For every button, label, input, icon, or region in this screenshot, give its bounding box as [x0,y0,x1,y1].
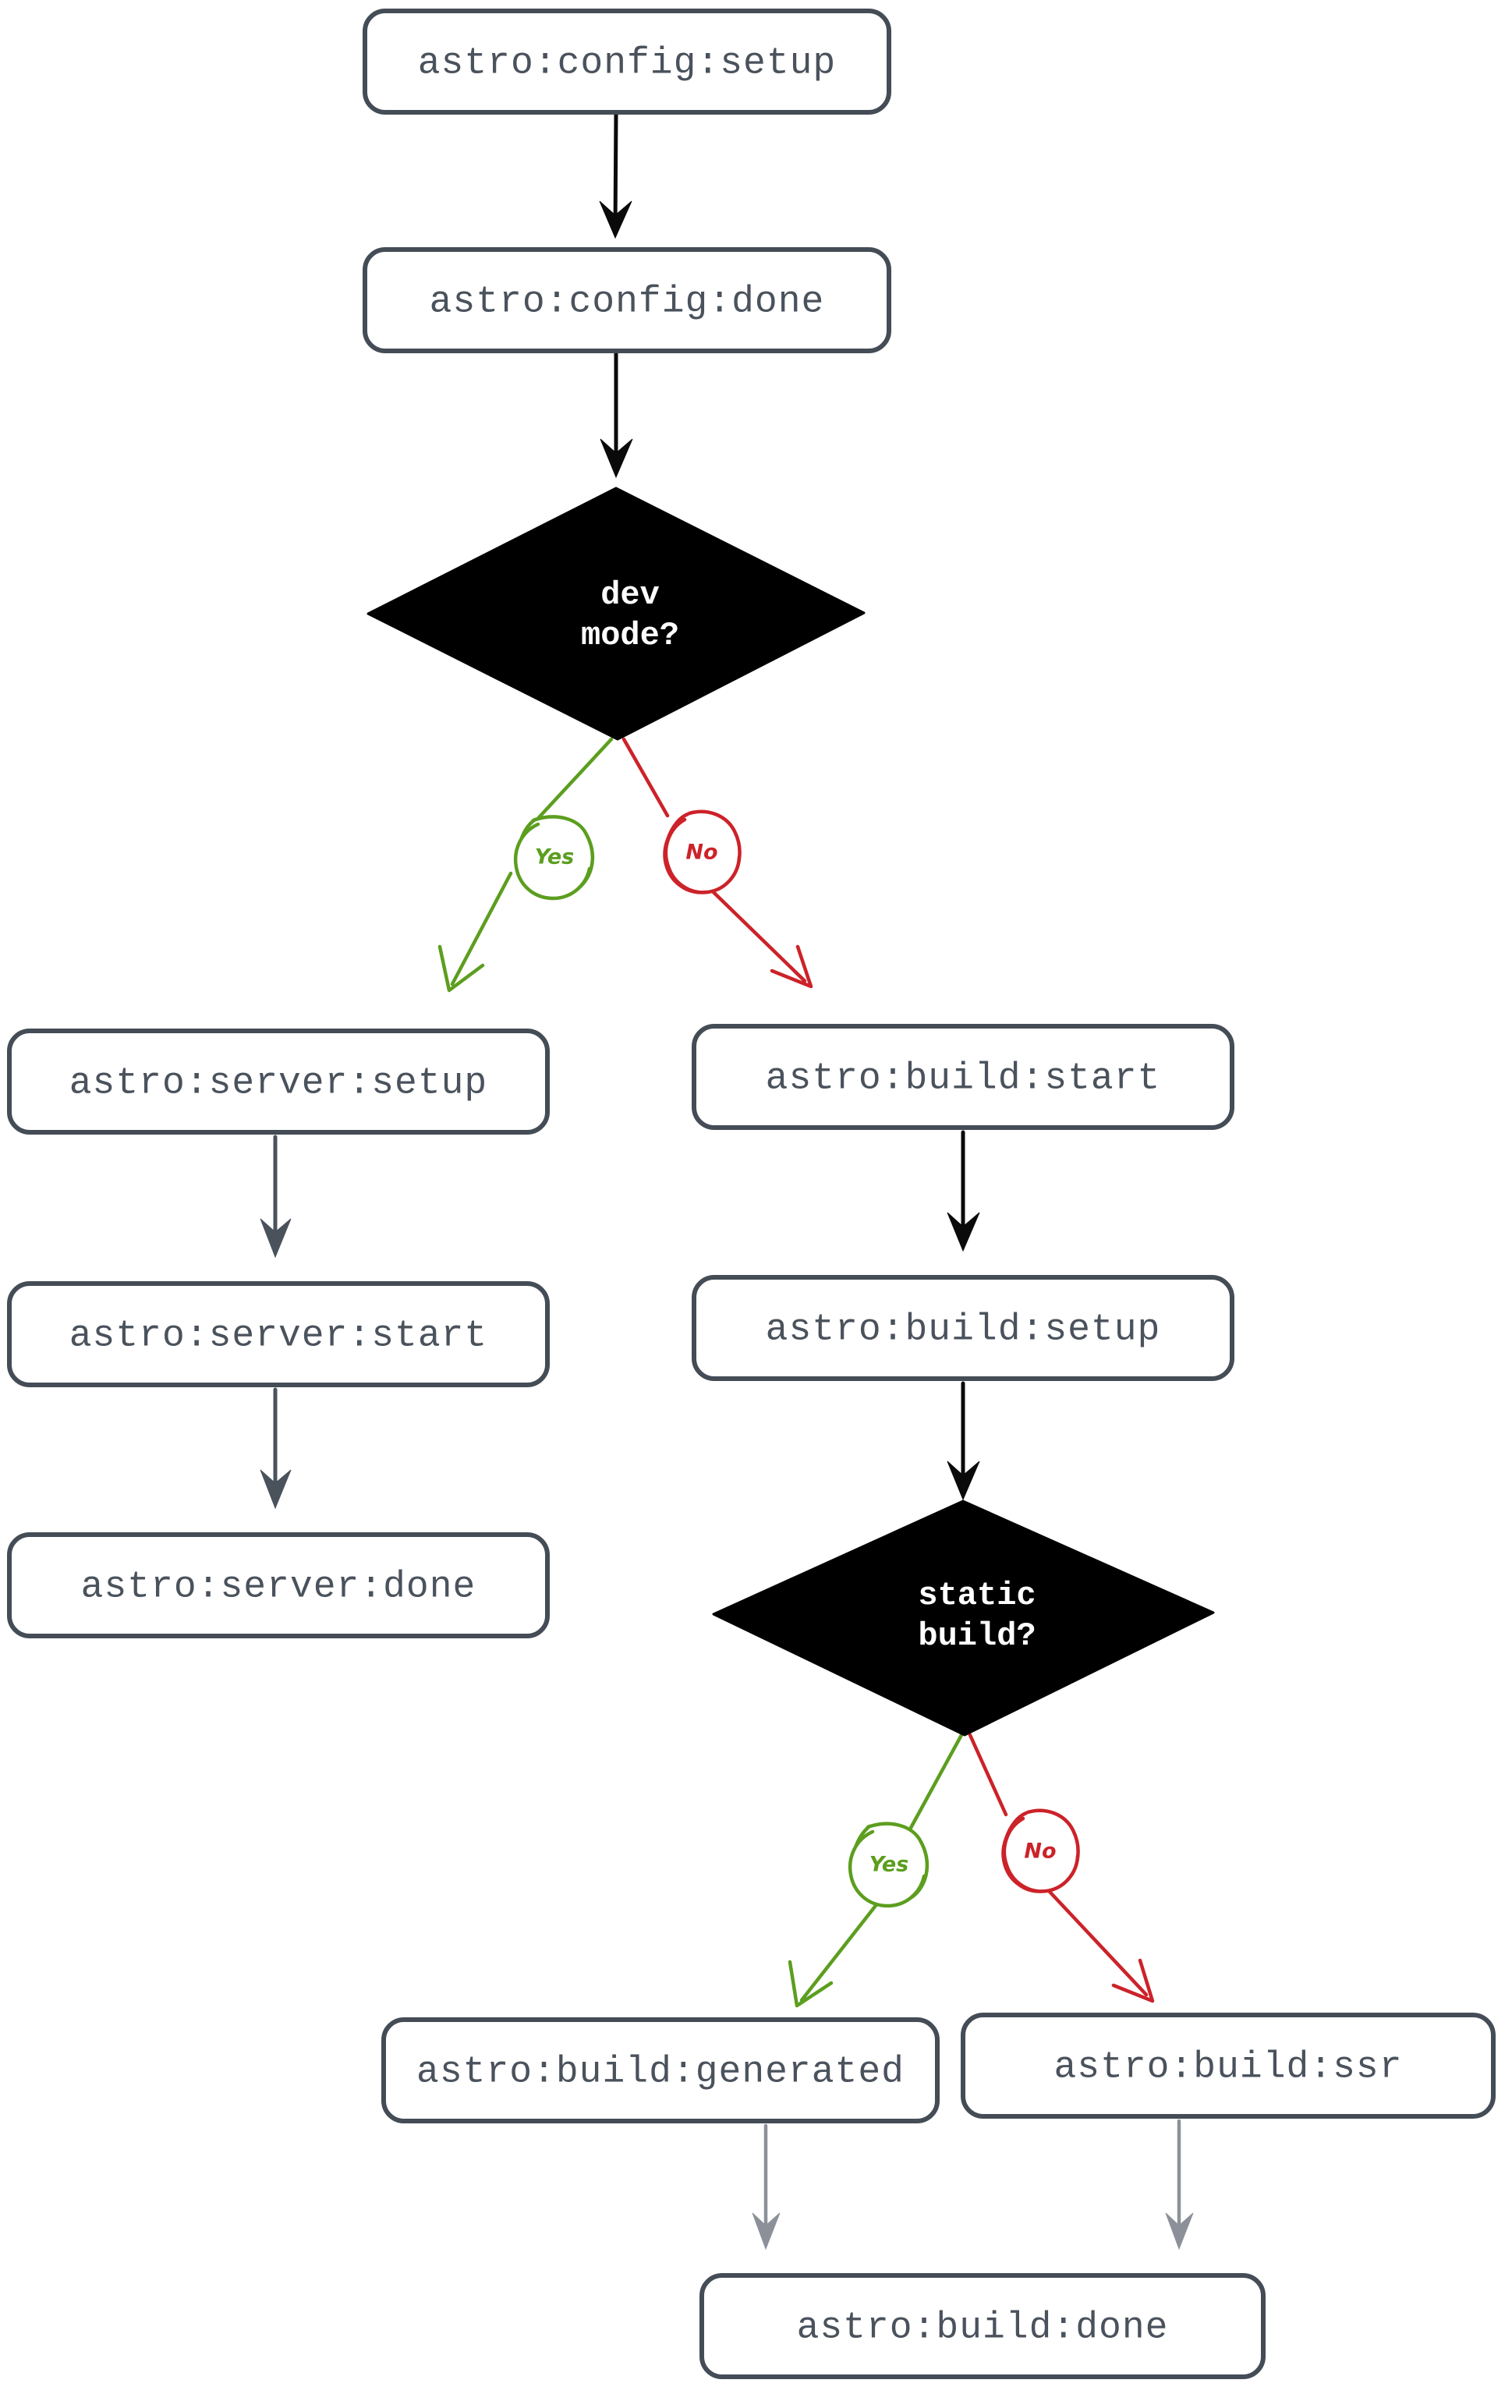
node-decision-dev-mode-line-2: mode? [581,617,679,654]
node-decision-dev-mode-shape[interactable] [366,487,866,741]
branch-badge-no-dev-mode: No [663,809,742,894]
branch-badge-yes-label-2: Yes [869,1853,908,1877]
node-astro-build-ssr-shape[interactable] [961,2013,1496,2119]
node-astro-build-ssr[interactable]: astro:build:ssr [961,2013,1496,2119]
node-astro-build-setup-label: astro:build:setup [766,1309,1161,1351]
edge-build-setup-to-static-build [947,1381,980,1501]
edge-build-start-to-build-setup [947,1130,980,1252]
branch-badge-no-static-build: No [1001,1808,1080,1893]
branch-badge-no-label: No [685,841,717,865]
node-astro-config-setup-label: astro:config:setup [418,43,836,85]
node-astro-server-done-shape[interactable] [7,1532,550,1638]
node-astro-config-done-label: astro:config:done [430,282,825,324]
edge-server-start-to-server-done [260,1387,292,1510]
node-astro-server-start-shape[interactable] [7,1281,550,1387]
node-astro-build-done-shape[interactable] [699,2273,1266,2379]
node-astro-config-setup-shape[interactable] [363,9,891,115]
node-astro-build-setup[interactable]: astro:build:setup [692,1275,1234,1381]
node-decision-dev-mode-line-1: dev [600,576,660,614]
node-decision-dev-mode[interactable]: dev mode? [366,487,866,741]
node-decision-static-build-shape[interactable] [712,1500,1215,1737]
node-astro-build-start[interactable]: astro:build:start [692,1024,1234,1130]
edge-build-generated-to-build-done [752,2123,781,2250]
node-astro-build-ssr-label: astro:build:ssr [1053,2047,1402,2089]
edge-dev-mode-yes-to-server-setup [437,737,614,993]
edge-config-setup-to-config-done [599,112,632,239]
branch-badge-yes-static-build: Yes [848,1822,930,1908]
node-astro-build-done-label: astro:build:done [797,2307,1169,2350]
node-astro-build-generated-label: astro:build:generated [416,2052,905,2094]
edge-static-build-yes-to-build-generated [788,1733,964,2008]
branch-badge-yes-dev-mode: Yes [513,815,595,901]
node-astro-server-setup-label: astro:server:setup [69,1063,487,1105]
node-decision-static-build[interactable]: static build? [712,1500,1215,1737]
node-astro-config-setup[interactable]: astro:config:setup [363,9,891,115]
node-astro-server-setup-shape[interactable] [7,1029,550,1135]
node-astro-server-start[interactable]: astro:server:start [7,1281,550,1387]
node-astro-config-done[interactable]: astro:config:done [363,247,891,353]
node-astro-server-setup[interactable]: astro:server:setup [7,1029,550,1135]
branch-badge-no-label-2: No [1024,1840,1056,1864]
node-astro-build-generated-shape[interactable] [381,2017,940,2123]
node-astro-server-done-label: astro:server:done [81,1567,476,1609]
node-astro-build-done[interactable]: astro:build:done [699,2273,1266,2379]
node-decision-static-build-line-1: static [918,1577,1036,1614]
node-astro-build-setup-shape[interactable] [692,1275,1234,1381]
node-astro-server-start-label: astro:server:start [69,1316,487,1358]
edge-build-ssr-to-build-done [1165,2119,1194,2250]
edge-server-setup-to-server-start [260,1135,292,1259]
branch-badge-yes-label: Yes [535,845,574,869]
node-astro-build-generated[interactable]: astro:build:generated [381,2017,940,2123]
edge-config-done-to-dev-mode [600,350,633,479]
node-astro-build-start-shape[interactable] [692,1024,1234,1130]
node-astro-config-done-shape[interactable] [363,247,891,353]
node-astro-build-start-label: astro:build:start [766,1058,1161,1100]
node-decision-static-build-line-2: build? [918,1617,1036,1655]
node-astro-server-done[interactable]: astro:server:done [7,1532,550,1638]
